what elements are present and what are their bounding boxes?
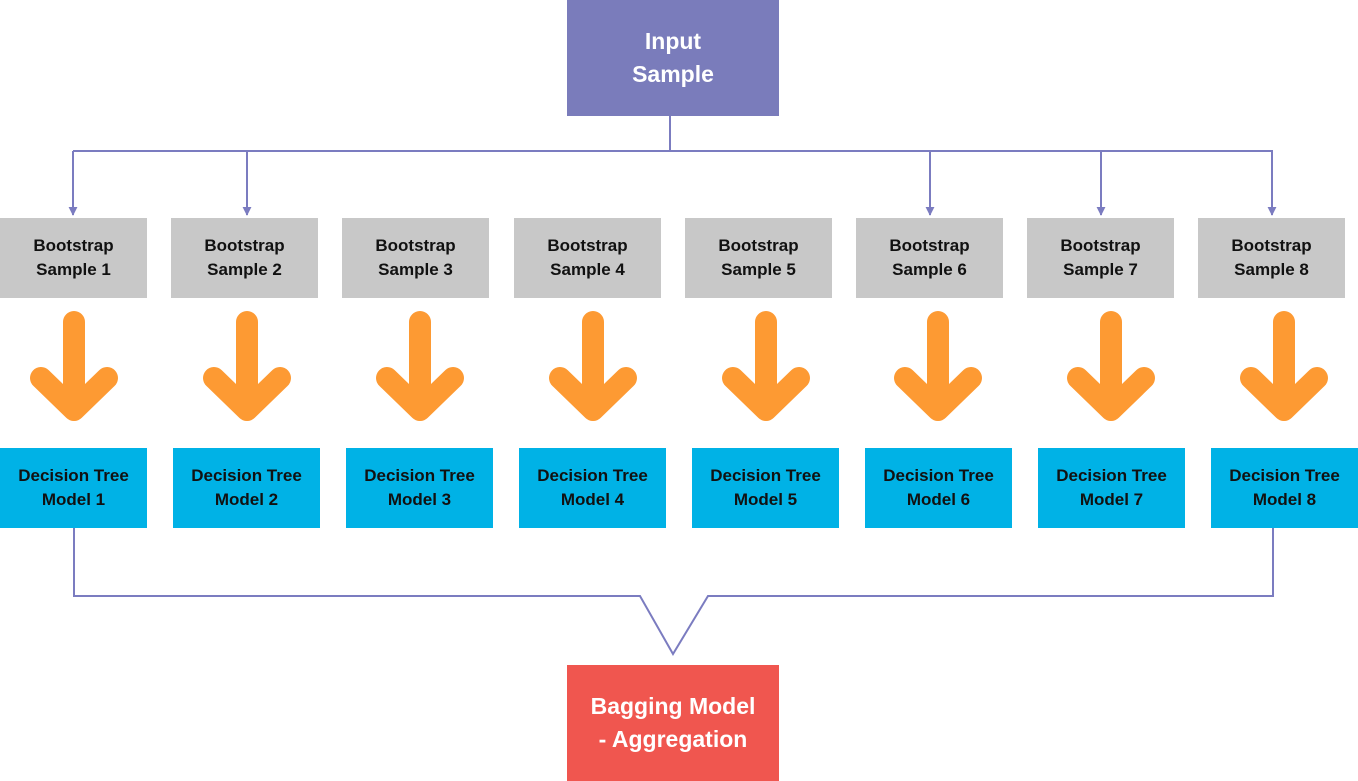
bootstrap-sample-box-label: Sample 1 [36, 260, 111, 279]
arrow-down-icon [30, 311, 118, 421]
arrow-down-icon [203, 311, 291, 421]
decision-tree-model-box-label: Decision Tree [18, 466, 129, 485]
bootstrap-sample-box-label: Bootstrap [718, 236, 799, 255]
arrow-down-icon [376, 311, 464, 421]
arrow-down-icon [549, 311, 637, 421]
input-label-line-1: Input [644, 28, 702, 54]
bootstrap-sample-box-label: Sample 4 [550, 260, 625, 279]
bootstrap-sample-box-label: Bootstrap [375, 236, 456, 255]
arrow-down-icon [1240, 311, 1328, 421]
output-label-line-1: Bagging Model [590, 693, 756, 719]
bootstrap-sample-box-label: Bootstrap [1231, 236, 1312, 255]
input-label-line-2: Sample [632, 61, 714, 87]
decision-tree-model-box-label: Model 2 [214, 490, 279, 509]
decision-tree-model-box-label: Decision Tree [191, 466, 302, 485]
decision-tree-model-box-label: Model 1 [41, 490, 106, 509]
bootstrap-sample-box-label: Sample 5 [721, 260, 796, 279]
arrow-down-icon [1067, 311, 1155, 421]
decision-tree-model-box-label: Model 3 [387, 490, 452, 509]
bootstrap-sample-box-label: Sample 2 [207, 260, 282, 279]
bootstrap-sample-box-label: Sample 3 [378, 260, 453, 279]
input-sample-box: Input Sample [567, 0, 779, 116]
bootstrap-sample-box-label: Bootstrap [204, 236, 285, 255]
bootstrap-sample-box-label: Sample 8 [1234, 260, 1309, 279]
decision-tree-model-box-label: Decision Tree [710, 466, 821, 485]
decision-tree-model-box-label: Model 8 [1252, 490, 1317, 509]
bootstrap-sample-box-label: Bootstrap [1060, 236, 1141, 255]
aggregation-bracket-line [73, 528, 1274, 656]
decision-tree-model-box-label: Decision Tree [1229, 466, 1340, 485]
decision-tree-model-box-label: Model 5 [733, 490, 798, 509]
decision-tree-model-box-label: Model 7 [1079, 490, 1144, 509]
bootstrap-sample-box-label: Sample 6 [892, 260, 967, 279]
decision-tree-model-box-label: Decision Tree [883, 466, 994, 485]
decision-tree-model-box-label: Decision Tree [1056, 466, 1167, 485]
decision-tree-model-box-label: Decision Tree [364, 466, 475, 485]
bootstrap-sample-box-label: Sample 7 [1063, 260, 1138, 279]
bootstrap-sample-box-label: Bootstrap [547, 236, 628, 255]
decision-tree-model-box-label: Model 4 [560, 490, 625, 509]
output-label-line-2: - Aggregation [598, 726, 748, 752]
bootstrap-sample-box-label: Bootstrap [33, 236, 114, 255]
decision-tree-model-box-label: Model 6 [906, 490, 971, 509]
arrow-down-icon [722, 311, 810, 421]
decision-tree-model-box-label: Decision Tree [537, 466, 648, 485]
bagging-model-aggregation-box: Bagging Model - Aggregation [567, 665, 779, 781]
bootstrap-sample-box-label: Bootstrap [889, 236, 970, 255]
arrow-down-icon [894, 311, 982, 421]
